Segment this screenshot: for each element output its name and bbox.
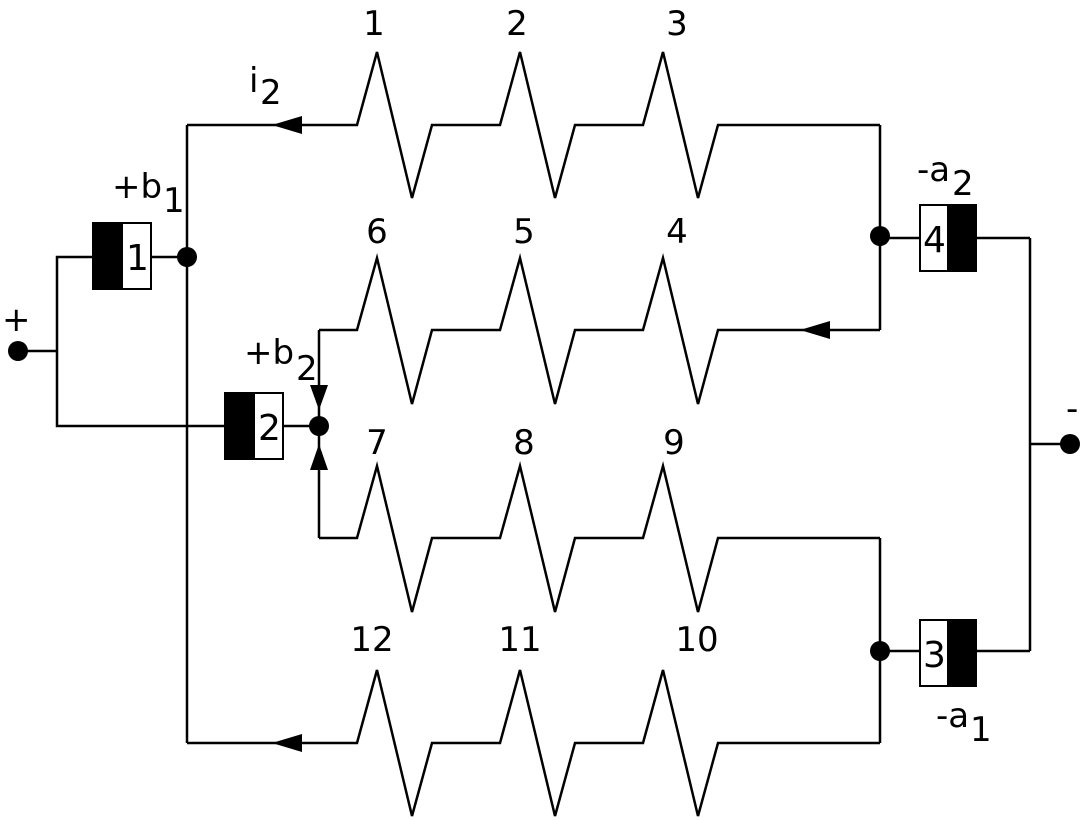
plus-branch-wire — [55, 255, 225, 428]
cell-4-number: 4 — [923, 220, 946, 261]
cell-3: 3 — [919, 619, 977, 687]
resistor-label-1: 1 — [363, 4, 385, 44]
junction-dot-left — [177, 247, 197, 267]
current-arrow-bottom — [272, 734, 302, 752]
current-arrow-node-down — [310, 385, 328, 410]
plus-terminal-label: + — [2, 300, 31, 340]
cell-1-number: 1 — [126, 238, 149, 279]
current-label: i 2 — [249, 61, 282, 113]
resistor-label-10: 10 — [675, 620, 718, 660]
resistor-label-6: 6 — [366, 212, 388, 252]
resistor-label-2: 2 — [506, 4, 528, 44]
cell-2: 2 — [224, 392, 284, 460]
resistor-label-9: 9 — [663, 423, 685, 463]
cell-1-label-sub: 1 — [163, 181, 185, 221]
cell-1-label: +b 1 — [112, 167, 185, 221]
current-label-sub: 2 — [260, 73, 282, 113]
cell-3-label-main: -a — [936, 696, 969, 736]
cell-2-number: 2 — [258, 408, 281, 449]
junction-dot-right-lower — [870, 641, 890, 661]
cell-3-number: 3 — [923, 635, 946, 676]
current-arrow-row2 — [800, 321, 830, 339]
minus-terminal-dot — [1060, 434, 1080, 454]
cell-3-label: -a 1 — [936, 696, 992, 750]
cell-4: 4 — [919, 204, 977, 272]
resistor-label-12: 12 — [350, 620, 393, 660]
junction-dot-middle — [309, 416, 329, 436]
cell-2-label-sub: 2 — [296, 349, 318, 389]
cell-3-label-sub: 1 — [970, 710, 992, 750]
cell-2-label-main: +b — [244, 333, 294, 373]
cell-2-label: +b 2 — [244, 333, 318, 389]
resistor-label-11: 11 — [498, 620, 541, 660]
resistor-label-3: 3 — [666, 4, 688, 44]
cell-4-label-sub: 2 — [952, 164, 974, 204]
resistor-chain-lower-middle — [319, 461, 880, 613]
cell-4-label-main: -a — [917, 150, 950, 190]
cell-1: 1 — [92, 222, 152, 290]
cell-4-label: -a 2 — [917, 150, 974, 204]
minus-terminal-label: - — [1066, 389, 1078, 429]
resistor-chain-top — [187, 51, 880, 199]
current-label-main: i — [249, 61, 258, 101]
resistor-chain-upper-middle — [319, 253, 880, 405]
current-arrow-node-up — [310, 444, 328, 470]
resistor-label-8: 8 — [513, 423, 535, 463]
cell-1-label-main: +b — [112, 167, 162, 207]
junction-dot-right-upper — [870, 226, 890, 246]
resistor-chain-bottom — [187, 669, 880, 817]
resistor-label-7: 7 — [366, 423, 388, 463]
resistor-label-5: 5 — [513, 212, 535, 252]
plus-terminal-dot — [8, 341, 28, 361]
resistor-label-4: 4 — [666, 212, 688, 252]
current-arrow-top — [272, 116, 302, 134]
